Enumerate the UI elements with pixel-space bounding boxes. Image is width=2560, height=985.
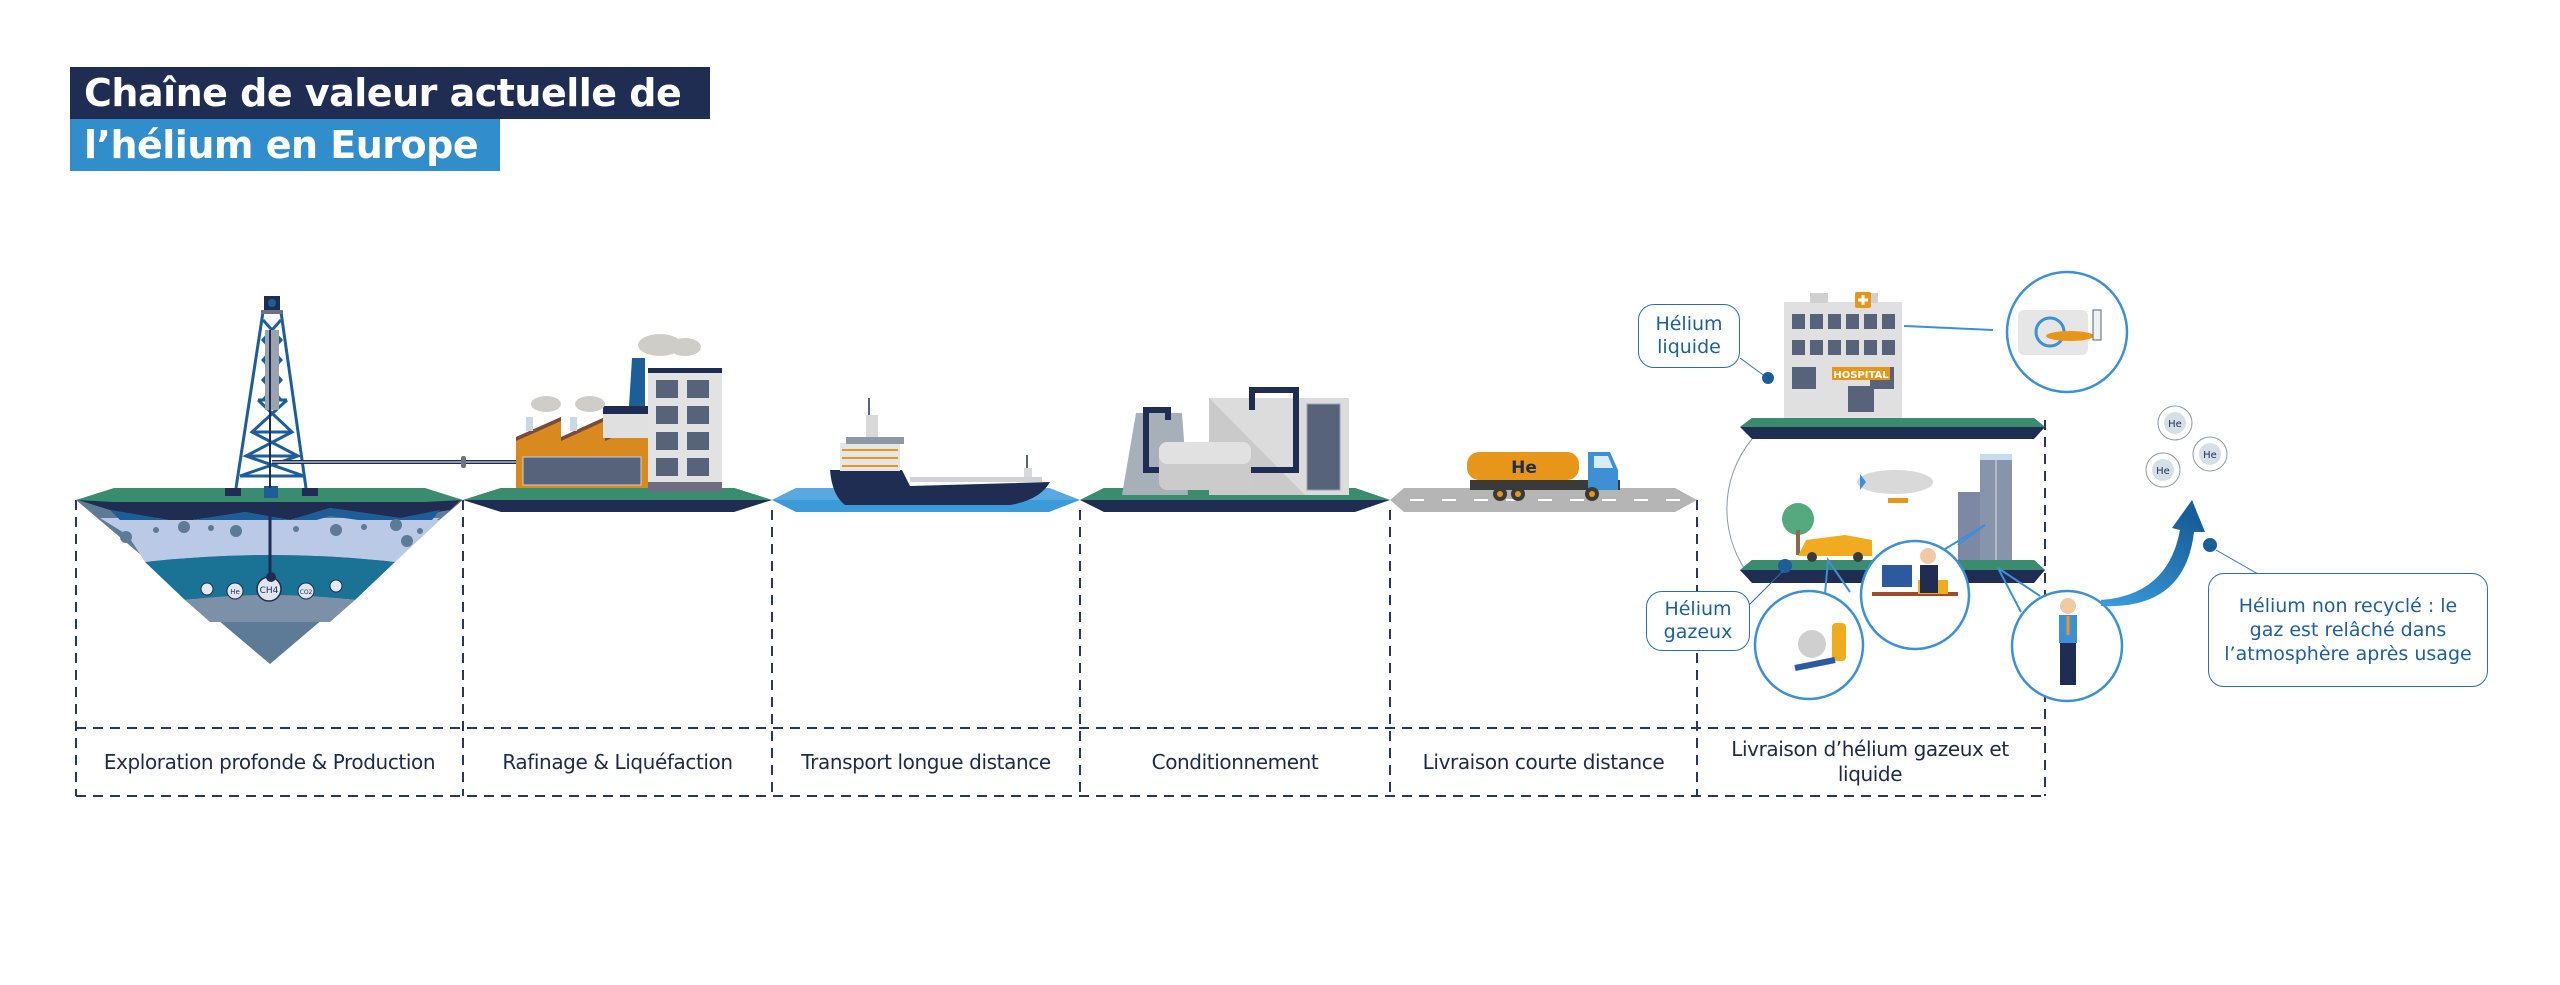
callout-liquid-helium: Hélium liquide	[1638, 304, 1740, 368]
stage-label-packaging: Conditionnement	[1151, 749, 1319, 774]
drilling-rig-illustration: He CH4 CO2	[76, 296, 516, 664]
tanker-truck-illustration: He	[1390, 452, 1697, 512]
stage-label-delivery: Livraison courte distance	[1422, 749, 1665, 774]
callout-dot	[1762, 372, 1774, 384]
molecule-label: He	[2156, 466, 2170, 477]
stage-label-shipping: Transport longue distance	[801, 749, 1051, 774]
car	[1798, 535, 1872, 556]
underground-molecules: He CH4 CO2	[200, 576, 343, 602]
hospital-sign: HOSPITAL	[1833, 370, 1889, 381]
release-arrow	[2101, 500, 2205, 607]
title-line-2: l’hélium en Europe	[70, 119, 500, 171]
released-molecules: He He He	[2145, 405, 2228, 488]
airship	[1857, 470, 1933, 494]
end-use-illustration: HOSPITAL	[1726, 270, 2129, 703]
title-line-1: Chaîne de valeur actuelle de	[70, 67, 710, 119]
molecule-label: CO2	[300, 589, 313, 596]
molecule-label: He	[2203, 450, 2217, 461]
factory-illustration	[463, 334, 772, 512]
truck-helium-label: He	[1511, 458, 1537, 478]
callout-dot	[2203, 538, 2217, 552]
packaging-plant-illustration	[1080, 387, 1390, 512]
hospital-building: HOSPITAL	[1784, 292, 1902, 418]
molecule-label: He	[230, 588, 240, 596]
stage-label-end-use: Livraison d’hélium gazeux et liquide	[1731, 737, 2009, 786]
stage-label-refining: Rafinage & Liquéfaction	[502, 749, 733, 774]
cargo-ship-illustration	[772, 398, 1080, 512]
stage-label-exploration: Exploration profonde & Production	[103, 749, 436, 774]
molecule-label: CH4	[260, 586, 279, 596]
tree	[1782, 503, 1814, 535]
callout-gaseous-helium: Hélium gazeux	[1646, 591, 1750, 651]
callout-helium-release: Hélium non recyclé : le gaz est relâché …	[2208, 573, 2488, 687]
atmosphere-release: He He He	[2101, 405, 2259, 607]
helium-tank	[1467, 452, 1579, 480]
molecule-label: He	[2168, 419, 2182, 430]
